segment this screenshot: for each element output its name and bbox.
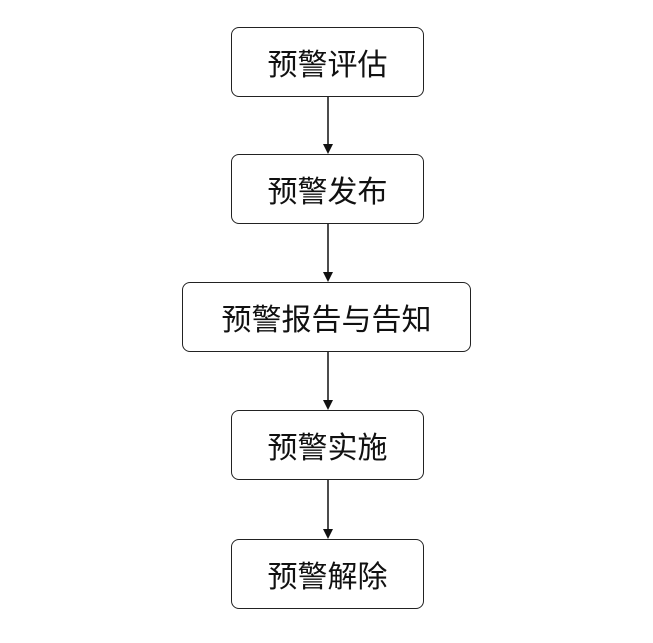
step-warning-lift: 预警解除 — [231, 539, 424, 609]
step-warning-implementation: 预警实施 — [231, 410, 424, 480]
arrowhead-3-to-4 — [323, 400, 333, 410]
step-label: 预警发布 — [267, 175, 388, 210]
step-warning-assessment: 预警评估 — [231, 27, 424, 97]
step-warning-release: 预警发布 — [231, 154, 424, 224]
step-label: 预警实施 — [267, 431, 388, 466]
arrowhead-4-to-5 — [323, 529, 333, 539]
step-label: 预警评估 — [267, 48, 388, 83]
arrowhead-2-to-3 — [323, 272, 333, 282]
step-label: 预警解除 — [267, 560, 388, 595]
step-warning-report-and-notify: 预警报告与告知 — [182, 282, 471, 352]
arrowhead-1-to-2 — [323, 144, 333, 154]
step-label: 预警报告与告知 — [221, 303, 432, 338]
